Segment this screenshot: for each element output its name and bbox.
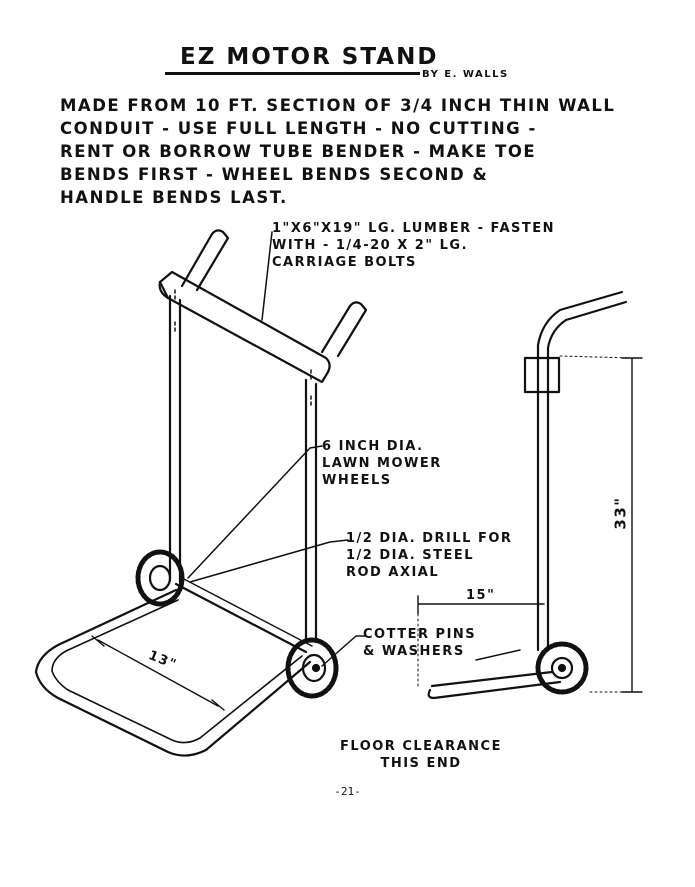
leader-cotter xyxy=(321,635,367,667)
callout-line: CARRIAGE BOLTS xyxy=(272,255,417,270)
lumber-board xyxy=(158,270,331,384)
floor-clearance-callout: FLOOR CLEARANCE THIS END xyxy=(340,738,502,772)
callout-line: & WASHERS xyxy=(363,644,465,659)
callout-line: COTTER PINS xyxy=(363,627,477,642)
instruction-line: CONDUIT - USE FULL LENGTH - NO CUTTING - xyxy=(60,119,537,138)
height-dimension: 33" xyxy=(611,496,630,530)
axle-rod-inner xyxy=(181,577,313,647)
callout-line: THIS END xyxy=(380,756,462,771)
instruction-line: HANDLE BENDS LAST. xyxy=(60,188,288,207)
toe-frame-inner xyxy=(51,599,303,744)
side-upright-tube xyxy=(536,358,550,652)
callout-line: WHEELS xyxy=(322,473,392,488)
instruction-line: RENT OR BORROW TUBE BENDER - MAKE TOE xyxy=(60,142,537,161)
side-base-tube xyxy=(427,670,562,700)
dim-line-15 xyxy=(417,595,545,615)
base-depth-dimension: 15" xyxy=(466,588,496,603)
side-wheel xyxy=(535,641,589,695)
right-upright-tube xyxy=(304,378,318,644)
callout-line: LAWN MOWER xyxy=(322,456,442,471)
page-title: EZ MOTOR STAND xyxy=(180,44,439,70)
callout-line: ROD AXIAL xyxy=(346,565,440,580)
axle-rod xyxy=(174,582,308,654)
rear-wheel xyxy=(135,549,185,607)
callout-line: 1"x6"x19" LG. LUMBER - FASTEN xyxy=(272,221,555,236)
lumber-callout: 1"x6"x19" LG. LUMBER - FASTEN WITH - 1/4… xyxy=(272,220,555,271)
instructions-block: MADE FROM 10 FT. SECTION OF 3/4 INCH THI… xyxy=(60,94,660,209)
callout-line: WITH - 1/4-20 x 2" LG. xyxy=(272,238,469,253)
callout-line: 1/2 DIA. STEEL xyxy=(346,548,475,563)
wheels-callout: 6 INCH DIA. LAWN MOWER WHEELS xyxy=(322,438,442,489)
cotter-pins-callout: COTTER PINS & WASHERS xyxy=(363,626,476,660)
front-wheel xyxy=(285,637,339,699)
lumber-board-edge xyxy=(158,280,170,300)
carriage-bolt-marks xyxy=(174,289,312,407)
callout-line: 6 INCH DIA. xyxy=(322,439,424,454)
leader-wheels xyxy=(187,445,323,579)
page-number: -21- xyxy=(334,785,361,798)
instruction-line: MADE FROM 10 FT. SECTION OF 3/4 INCH THI… xyxy=(60,96,616,115)
right-handle-tube xyxy=(320,301,368,358)
side-handle-tube xyxy=(536,290,628,362)
callout-line: 1/2 DIA. DRILL FOR xyxy=(346,531,513,546)
title-underline xyxy=(165,72,420,75)
side-lumber-board xyxy=(523,356,561,394)
toe-frame xyxy=(34,588,312,757)
left-handle-tube xyxy=(180,229,230,292)
leader-floor xyxy=(475,649,521,661)
instruction-line: BENDS FIRST - WHEEL BENDS SECOND & xyxy=(60,165,489,184)
drill-callout: 1/2 DIA. DRILL FOR 1/2 DIA. STEEL ROD AX… xyxy=(346,530,512,581)
author-byline: BY E. WALLS xyxy=(422,69,509,80)
callout-line: FLOOR CLEARANCE xyxy=(340,739,502,754)
leader-drill xyxy=(189,539,349,583)
left-upright-tube xyxy=(168,294,182,584)
dim-line-13 xyxy=(97,639,219,707)
leader-lumber xyxy=(261,231,273,321)
